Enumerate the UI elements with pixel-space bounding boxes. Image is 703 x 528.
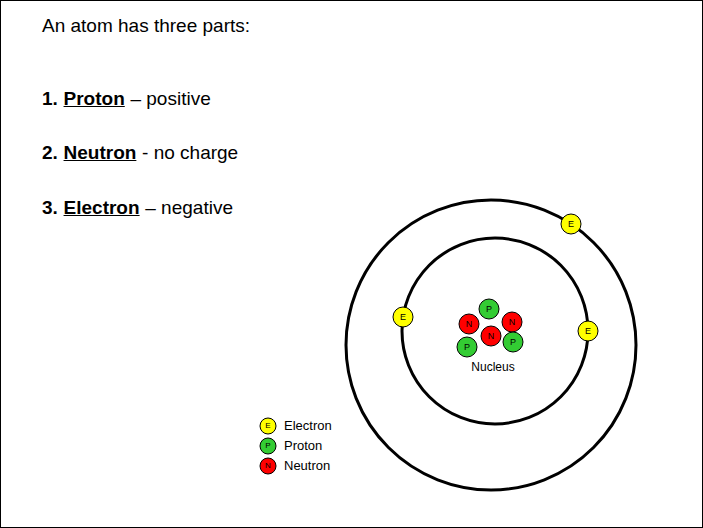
- electron-fill: [561, 214, 581, 234]
- list-number: 2.: [42, 142, 58, 164]
- particle-letter: E: [400, 312, 406, 322]
- proton-fill: [457, 337, 477, 357]
- nucleus-label: Nucleus: [471, 361, 514, 373]
- legend-text: Neutron: [284, 458, 330, 474]
- particle-letter: E: [585, 326, 591, 336]
- proton-fill: [503, 332, 523, 352]
- charge-note: – positive: [130, 88, 210, 110]
- inner-orbit: [402, 238, 588, 424]
- neutron-circle: N: [501, 311, 523, 333]
- electron-fill: [578, 321, 598, 341]
- neutron-circle: N: [458, 313, 480, 335]
- neutron-fill: [502, 312, 522, 332]
- neutron-circle: N: [480, 325, 502, 347]
- particle-letter: E: [568, 219, 574, 229]
- list-item: 3. Electron– negative: [42, 197, 233, 219]
- part-name: Proton: [64, 88, 125, 110]
- legend-letter: P: [265, 442, 270, 450]
- legend-swatch: [260, 438, 276, 454]
- list-number: 1.: [42, 88, 58, 110]
- particle-letter: N: [466, 319, 473, 329]
- legend-letter: E: [265, 422, 270, 430]
- proton-circle: P: [502, 331, 524, 353]
- particle-letter: N: [509, 317, 516, 327]
- proton-fill: [479, 299, 499, 319]
- neutron-fill: [481, 326, 501, 346]
- list-item: 1. Proton– positive: [42, 88, 211, 110]
- proton-circle: P: [478, 298, 500, 320]
- slide-title: An atom has three parts:: [42, 15, 250, 37]
- outer-orbit: [346, 200, 636, 490]
- charge-note: - no charge: [142, 142, 238, 164]
- list-number: 3.: [42, 197, 58, 219]
- particle-letter: P: [510, 337, 516, 347]
- particle-letter: P: [464, 342, 470, 352]
- legend-text: Electron: [284, 418, 332, 434]
- particle-letter: P: [486, 304, 492, 314]
- particle-letter: N: [488, 331, 495, 341]
- neutron-fill: [459, 314, 479, 334]
- legend-swatch: [260, 458, 276, 474]
- proton-circle: P: [456, 336, 478, 358]
- part-name: Neutron: [64, 142, 137, 164]
- charge-note: – negative: [145, 197, 233, 219]
- electron-fill: [393, 307, 413, 327]
- part-name: Electron: [64, 197, 140, 219]
- list-item: 2. Neutron- no charge: [42, 142, 238, 164]
- legend-text: Proton: [284, 438, 322, 454]
- legend-letter: N: [265, 462, 271, 470]
- electron-circle: E: [577, 320, 599, 342]
- legend-swatch: [260, 418, 276, 434]
- electron-circle: E: [560, 213, 582, 235]
- electron-circle: E: [392, 306, 414, 328]
